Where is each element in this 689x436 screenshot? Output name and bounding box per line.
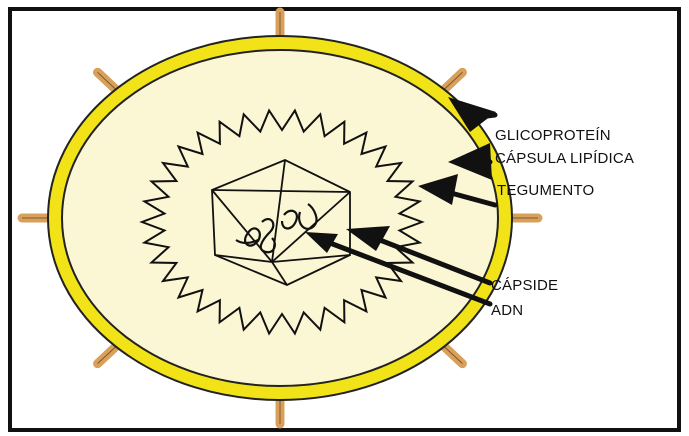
label-capsid: CÁPSIDE (491, 277, 558, 294)
label-dna: ADN (491, 302, 523, 319)
label-lipid-capsule: CÁPSULA LIPÍDICA (495, 150, 634, 167)
label-tegument: TEGUMENTO (497, 182, 594, 199)
label-glycoprotein: GLICOPROTEÍN (495, 127, 611, 144)
